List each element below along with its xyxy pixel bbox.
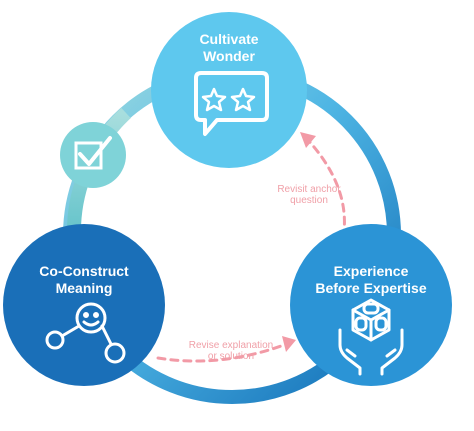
revise-label: Revise explanation or solution — [176, 340, 286, 362]
revisit-line2: question — [290, 195, 328, 206]
revisit-line1: Revisit anchor — [277, 184, 341, 195]
cultivate-wonder-line2: Wonder — [203, 48, 255, 64]
experience-label: Experience Before Expertise — [301, 263, 441, 297]
cultivate-wonder-node — [151, 12, 307, 168]
cultivate-wonder-line1: Cultivate — [199, 31, 259, 47]
revise-line1: Revise explanation — [188, 340, 274, 351]
speech-bubble-stars-icon — [194, 71, 269, 136]
co-construct-line2: Meaning — [55, 280, 113, 296]
checkmark-box-icon — [60, 122, 126, 188]
revisit-label: Revisit anchor question — [264, 184, 354, 206]
experience-line2: Before Expertise — [315, 280, 427, 296]
molecule-icon — [45, 302, 126, 364]
experience-node — [290, 224, 452, 386]
co-construct-line1: Co-Construct — [39, 263, 129, 279]
revise-line2: or solution — [207, 351, 255, 362]
revise-arrowhead — [282, 336, 296, 352]
co-construct-node — [3, 224, 165, 386]
experience-line1: Experience — [333, 263, 409, 279]
revise-arrow — [156, 343, 286, 363]
cultivate-wonder-label: Cultivate Wonder — [169, 31, 289, 65]
co-construct-label: Co-Construct Meaning — [24, 263, 144, 297]
cube-in-hands-icon — [338, 298, 404, 376]
revisit-arrowhead — [300, 132, 316, 148]
